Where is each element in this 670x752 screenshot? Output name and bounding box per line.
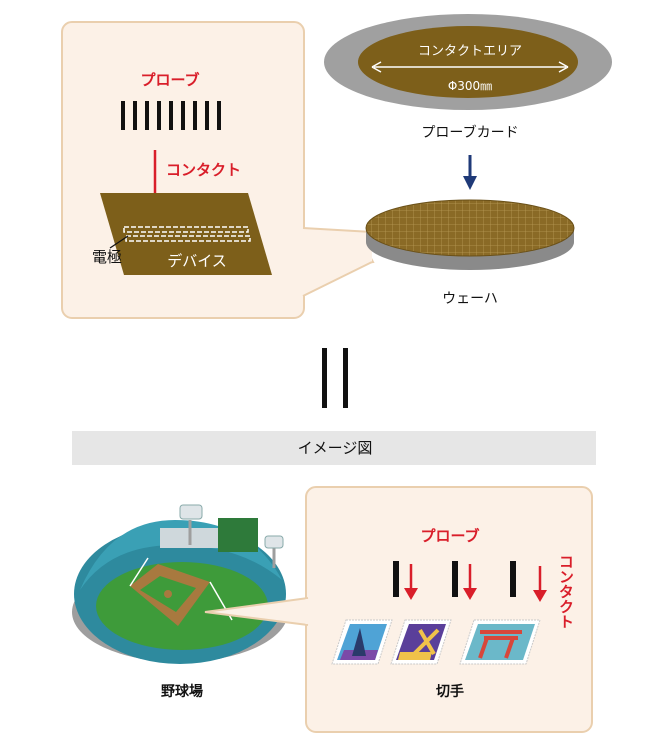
stamp-torii [459, 619, 541, 665]
probe-needles [121, 101, 221, 130]
stadium-illustration [72, 504, 288, 664]
probe-label-bottom: プローブ [420, 527, 479, 545]
stamps [331, 619, 541, 665]
contact-area-label: コンタクトエリア [418, 44, 522, 59]
stadium-light-left [179, 504, 203, 545]
probe-needle-group [393, 561, 516, 597]
electrode-label: 電極 [92, 248, 122, 266]
electrode-pads [123, 226, 251, 242]
stamp-label: 切手 [436, 683, 464, 700]
diameter-label: Φ300㎜ [448, 79, 492, 93]
down-arrow-navy [463, 155, 477, 190]
stamp-windmill [390, 619, 452, 665]
stamp-tower [331, 619, 393, 665]
banner-label: イメージ図 [298, 439, 373, 457]
device-block [100, 193, 272, 275]
stadium-light-right [264, 535, 284, 568]
electrode-leader-line [109, 235, 129, 249]
stamp-detail-callout [204, 486, 593, 733]
wafer [365, 199, 575, 270]
probe-card [324, 14, 612, 110]
probe-label: プローブ [140, 71, 199, 89]
contact-label-bottom: コンタクト [557, 554, 575, 629]
wafer-label: ウェーハ [442, 291, 498, 307]
contact-arrows-bottom [404, 564, 547, 602]
device-label: デバイス [167, 252, 227, 270]
diameter-arrow [371, 61, 569, 73]
equals-sign [322, 348, 348, 408]
contact-label: コンタクト [166, 161, 241, 179]
stadium-label: 野球場 [161, 683, 203, 700]
image-banner [72, 431, 596, 465]
probe-card-label: プローブカード [421, 124, 518, 141]
